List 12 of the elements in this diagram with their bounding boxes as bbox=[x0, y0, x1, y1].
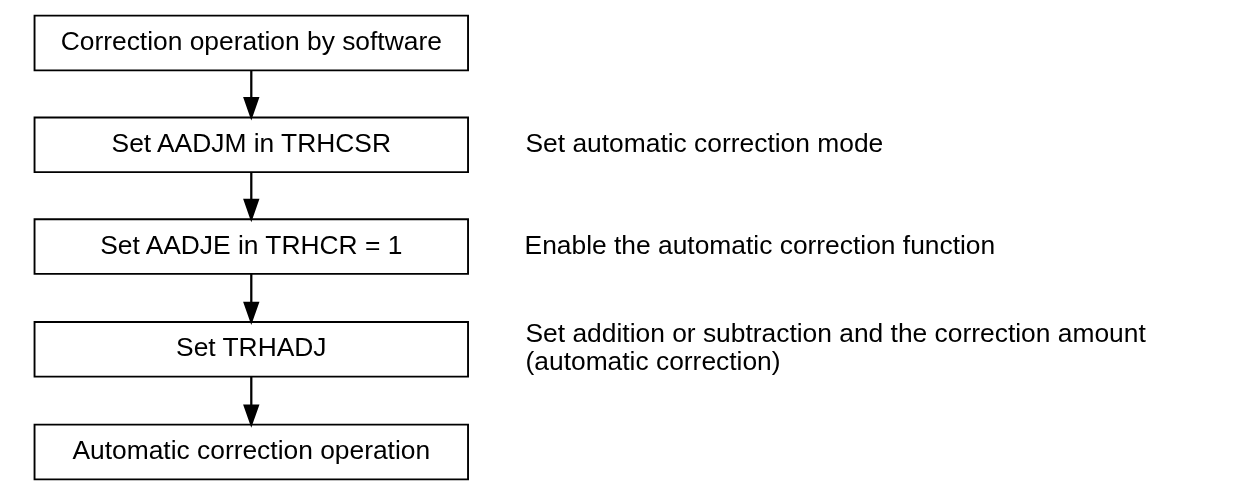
node-box: Set AADJE in TRHCR = 1 bbox=[33, 218, 469, 275]
node-label: Set addition or subtraction and the correction amount (automatic correction) bbox=[525, 318, 1146, 377]
node-box: Automatic correction operation bbox=[33, 423, 469, 481]
node-box: Correction operation by software bbox=[33, 14, 469, 72]
arrow bbox=[242, 172, 259, 223]
node-box: Set TRHADJ bbox=[33, 321, 469, 378]
node-label: Set automatic correction mode bbox=[525, 127, 883, 158]
arrow bbox=[242, 273, 259, 326]
node-box: Set AADJM in TRHCSR bbox=[33, 116, 469, 174]
arrow bbox=[242, 376, 259, 428]
arrow bbox=[242, 70, 259, 121]
node-label: Enable the automatic correction function bbox=[524, 229, 995, 260]
